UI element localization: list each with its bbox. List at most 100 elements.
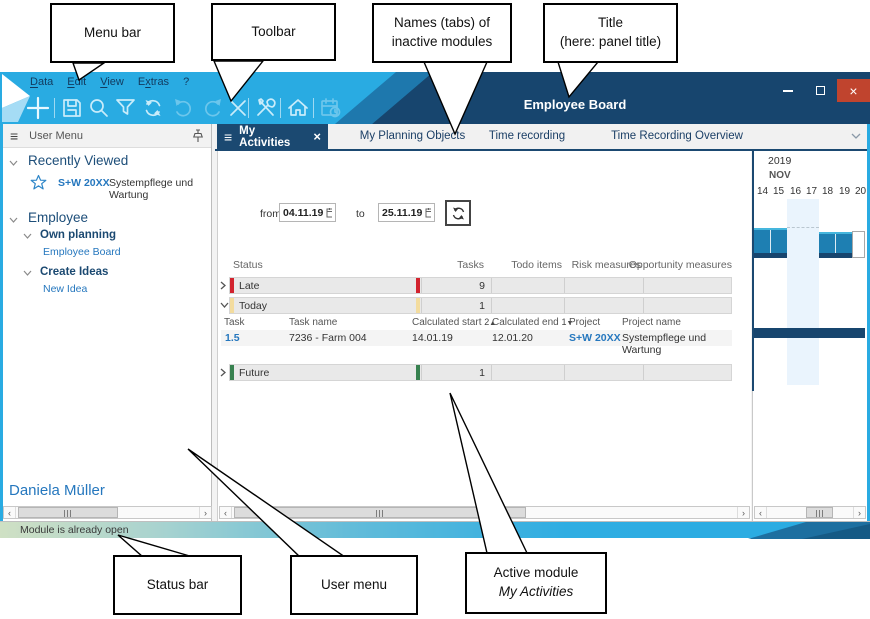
menu-extras[interactable]: Extras: [137, 76, 170, 88]
cell-border: [643, 365, 732, 380]
project-link[interactable]: S+W 20XX: [569, 332, 621, 344]
tools-icon[interactable]: [254, 96, 278, 120]
calendar-icon[interactable]: [326, 207, 332, 218]
callout-text: User menu: [320, 576, 388, 592]
gantt-horizontal-scrollbar[interactable]: ‹ ›: [754, 506, 866, 519]
scroll-left-icon[interactable]: ‹: [220, 507, 232, 518]
link-new-idea[interactable]: New Idea: [43, 283, 88, 295]
status-message: Module is already open: [20, 524, 129, 536]
callout-text: Toolbar: [251, 23, 296, 39]
status-row-today[interactable]: Today 1: [229, 297, 732, 314]
planning-calendar-icon[interactable]: [319, 96, 343, 120]
sub-header-task[interactable]: Task: [224, 317, 245, 328]
col-header-opportunity-measures[interactable]: Opportunity measures: [628, 259, 732, 271]
tabbar-chevron-down-icon[interactable]: [851, 133, 861, 140]
menu-edit[interactable]: Edit: [67, 76, 87, 88]
scroll-right-icon[interactable]: ›: [853, 507, 865, 518]
section-employee[interactable]: Employee: [28, 210, 89, 225]
task-row[interactable]: 1.5 7236 - Farm 004 14.01.19 12.01.20 S+…: [221, 330, 732, 356]
cell-border: [491, 365, 563, 380]
project-name: Systempflege und Wartung: [622, 332, 707, 356]
status-row-future[interactable]: Future 1: [229, 364, 732, 381]
scroll-left-icon[interactable]: ‹: [755, 507, 767, 518]
sub-header-task-name[interactable]: Task name: [289, 317, 338, 328]
task-id-link[interactable]: 1.5: [225, 332, 240, 344]
close-button[interactable]: ×: [837, 79, 870, 102]
status-color-stripe: [416, 278, 420, 293]
toolbar-separator: [313, 98, 314, 118]
panel-title: Employee Board: [523, 97, 627, 112]
chevron-down-icon[interactable]: [23, 233, 32, 240]
sub-header-calculated-start[interactable]: Calculated start 2▲: [412, 317, 497, 328]
favorite-star-icon[interactable]: [30, 174, 47, 191]
menu-data[interactable]: Data: [30, 76, 54, 88]
histogram-dashed-line: [787, 227, 819, 228]
calendar-icon[interactable]: [425, 207, 431, 218]
section-recently-viewed[interactable]: Recently Viewed: [28, 153, 129, 168]
sidebar-horizontal-scrollbar[interactable]: ‹ ›: [3, 506, 212, 519]
redo-icon[interactable]: [200, 96, 224, 120]
search-icon[interactable]: [87, 96, 111, 120]
expand-right-icon[interactable]: [220, 281, 228, 291]
scroll-left-icon[interactable]: ‹: [4, 507, 16, 518]
to-label: to: [356, 208, 365, 220]
col-header-risk-measures[interactable]: Risk measures: [571, 259, 641, 271]
col-header-todo-items[interactable]: Todo items: [511, 259, 562, 271]
tab-time-recording-overview[interactable]: Time Recording Overview: [611, 130, 743, 142]
calculated-end: 12.01.20: [492, 332, 533, 344]
tab-my-planning-objects[interactable]: My Planning Objects: [359, 130, 466, 142]
home-icon[interactable]: [286, 96, 310, 120]
tab-menu-icon[interactable]: ≡: [224, 128, 233, 145]
col-header-tasks[interactable]: Tasks: [457, 259, 484, 271]
statusbar-ribbon: [748, 522, 870, 539]
tab-time-recording[interactable]: Time recording: [488, 130, 566, 142]
status-label: Late: [239, 280, 260, 292]
maximize-button[interactable]: [805, 79, 835, 102]
sub-header-project-name[interactable]: Project name: [622, 317, 681, 328]
add-icon[interactable]: [26, 96, 50, 120]
status-row-late[interactable]: Late 9: [229, 277, 732, 294]
recent-item-code[interactable]: S+W 20XX: [58, 177, 110, 189]
expand-right-icon[interactable]: [220, 368, 228, 378]
sub-header-calculated-end[interactable]: Calculated end 1▼: [492, 317, 574, 328]
refresh-icon[interactable]: [141, 96, 165, 120]
save-icon[interactable]: [60, 96, 84, 120]
apply-date-filter-button[interactable]: [445, 200, 471, 226]
window-left-edge: [0, 124, 3, 521]
undo-icon[interactable]: [172, 96, 196, 120]
close-module-icon[interactable]: [226, 96, 250, 120]
scrollbar-thumb[interactable]: [234, 507, 526, 518]
scrollbar-thumb[interactable]: [806, 507, 833, 518]
panel-divider: [752, 391, 753, 521]
main-horizontal-scrollbar[interactable]: ‹ ›: [219, 506, 750, 519]
tab-close-icon[interactable]: ×: [313, 129, 321, 144]
callout-text: Active module: [493, 565, 579, 581]
col-header-status[interactable]: Status: [233, 259, 263, 271]
filter-icon[interactable]: [114, 96, 138, 120]
pin-icon[interactable]: [191, 128, 204, 143]
task-gantt-bar: [754, 328, 865, 338]
from-date-value: 04.11.19: [283, 206, 324, 219]
link-employee-board[interactable]: Employee Board: [43, 246, 121, 258]
collapse-down-icon[interactable]: [220, 302, 230, 310]
group-own-planning[interactable]: Own planning: [40, 229, 117, 241]
group-create-ideas[interactable]: Create Ideas: [40, 266, 109, 278]
chevron-down-icon[interactable]: [9, 217, 18, 224]
chevron-down-icon[interactable]: [9, 160, 18, 167]
menu-help[interactable]: ?: [183, 76, 190, 88]
cell-border: [564, 298, 642, 313]
minimize-button[interactable]: [773, 79, 803, 102]
tab-my-activities[interactable]: ≡ My Activities ×: [217, 124, 328, 149]
chevron-down-icon[interactable]: [23, 270, 32, 277]
sub-header-project[interactable]: Project: [569, 317, 601, 328]
scroll-right-icon[interactable]: ›: [199, 507, 211, 518]
scroll-right-icon[interactable]: ›: [737, 507, 749, 518]
callout-inactive-tabs: Names (tabs) of inactive modules: [372, 3, 512, 63]
menu-view[interactable]: View: [100, 76, 124, 88]
from-date-input[interactable]: 04.11.19: [279, 203, 336, 222]
to-date-input[interactable]: 25.11.19: [378, 203, 435, 222]
callout-text: (here: panel title): [559, 34, 662, 49]
scrollbar-thumb[interactable]: [18, 507, 118, 518]
hamburger-icon[interactable]: ≡: [10, 127, 19, 144]
status-color-stripe: [416, 298, 420, 313]
